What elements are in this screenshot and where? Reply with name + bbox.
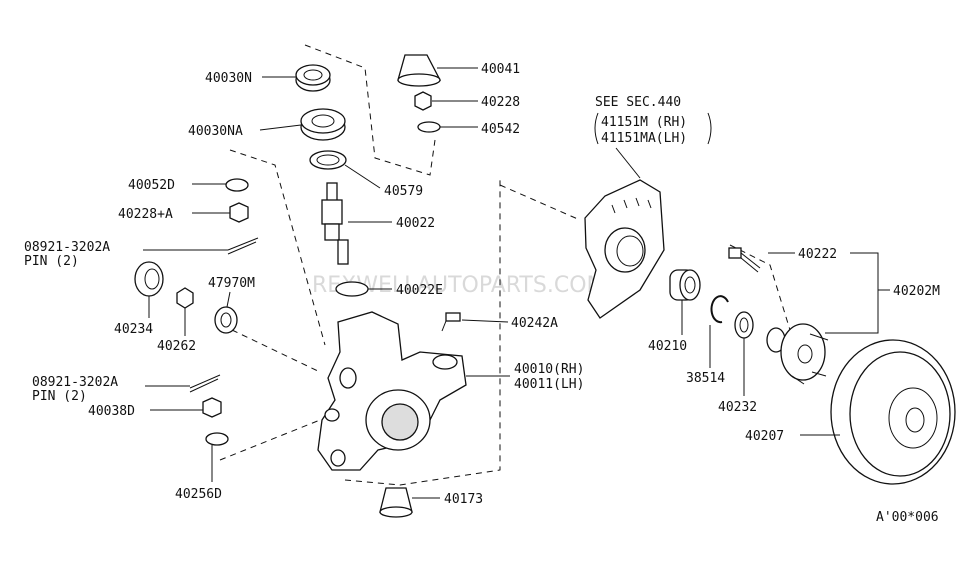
label-pin-1-note: PIN (2) bbox=[24, 254, 79, 269]
washer-40052D bbox=[225, 178, 249, 192]
washer-40542 bbox=[417, 121, 441, 133]
hub-40202M bbox=[766, 323, 829, 385]
pin-1-drawing bbox=[227, 237, 259, 255]
part-labels: 40030N 40030NA 40041 40228 40542 40579 4… bbox=[24, 62, 940, 525]
balljoint-40022 bbox=[321, 182, 349, 265]
bolt-40242A bbox=[441, 312, 461, 332]
knuckle-group-outline bbox=[229, 149, 326, 346]
washer-40256D bbox=[205, 432, 229, 446]
upper-group-outline bbox=[304, 44, 436, 176]
label-pin-2-part: 08921-3202A bbox=[32, 375, 118, 390]
label-40011-lh: 40011(LH) bbox=[514, 377, 584, 392]
label-41151MA-lh: 41151MA(LH) bbox=[601, 131, 687, 146]
nut-40228A bbox=[229, 202, 249, 223]
pin-2-drawing bbox=[189, 374, 221, 393]
label-40052D: 40052D bbox=[128, 178, 175, 193]
backplate-link bbox=[499, 184, 581, 221]
label-40022E: 40022E bbox=[396, 283, 443, 298]
label-40022: 40022 bbox=[396, 216, 435, 231]
leader-lines bbox=[143, 67, 890, 499]
label-40202M: 40202M bbox=[893, 284, 940, 299]
label-40030N: 40030N bbox=[205, 71, 252, 86]
label-40256D: 40256D bbox=[175, 487, 222, 502]
rotor-40207 bbox=[830, 339, 956, 485]
backing-plate-41151M bbox=[584, 179, 665, 319]
boot-40041 bbox=[397, 54, 442, 87]
diagram-code: A'00*006 bbox=[876, 510, 939, 525]
label-40234: 40234 bbox=[114, 322, 153, 337]
label-47970M: 47970M bbox=[208, 276, 255, 291]
ring-40022E bbox=[335, 281, 369, 297]
knuckle-bottom-outline bbox=[344, 180, 501, 486]
lower-group-outline bbox=[219, 419, 321, 461]
label-40579: 40579 bbox=[384, 184, 423, 199]
label-see-sec: SEE SEC.440 bbox=[595, 95, 681, 110]
label-41151M-rh: 41151M (RH) bbox=[601, 115, 687, 130]
label-40010-rh: 40010(RH) bbox=[514, 362, 584, 377]
link-47970M bbox=[231, 329, 321, 373]
bearing-40030N bbox=[295, 64, 331, 92]
nut-40262 bbox=[176, 287, 194, 309]
label-40228: 40228 bbox=[481, 95, 520, 110]
label-40173: 40173 bbox=[444, 492, 483, 507]
bearing-40210 bbox=[669, 269, 701, 301]
label-pin-2-note: PIN (2) bbox=[32, 389, 87, 404]
hub-group-outline bbox=[729, 244, 791, 331]
label-pin-1-part: 08921-3202A bbox=[24, 240, 110, 255]
bearing-40030NA bbox=[300, 108, 346, 141]
label-40542: 40542 bbox=[481, 122, 520, 137]
spacer-47970M bbox=[214, 306, 238, 334]
label-40038D: 40038D bbox=[88, 404, 135, 419]
label-40222: 40222 bbox=[798, 247, 837, 262]
snapring-38514 bbox=[710, 295, 729, 324]
bracket-41151 bbox=[594, 112, 712, 145]
label-40041: 40041 bbox=[481, 62, 520, 77]
seal-40232 bbox=[734, 311, 754, 339]
bolt-40222 bbox=[728, 247, 761, 273]
nut-40038D bbox=[202, 397, 222, 418]
label-40232: 40232 bbox=[718, 400, 757, 415]
steering-knuckle bbox=[317, 311, 467, 471]
boot-40173 bbox=[379, 487, 413, 518]
label-40242A: 40242A bbox=[511, 316, 558, 331]
label-40207: 40207 bbox=[745, 429, 784, 444]
label-40030NA: 40030NA bbox=[188, 124, 243, 139]
label-40262: 40262 bbox=[157, 339, 196, 354]
label-38514: 38514 bbox=[686, 371, 725, 386]
nut-40228 bbox=[414, 91, 432, 111]
seal-40234 bbox=[134, 261, 164, 297]
seal-40579 bbox=[309, 150, 347, 170]
label-40228A: 40228+A bbox=[118, 207, 173, 222]
label-40210: 40210 bbox=[648, 339, 687, 354]
